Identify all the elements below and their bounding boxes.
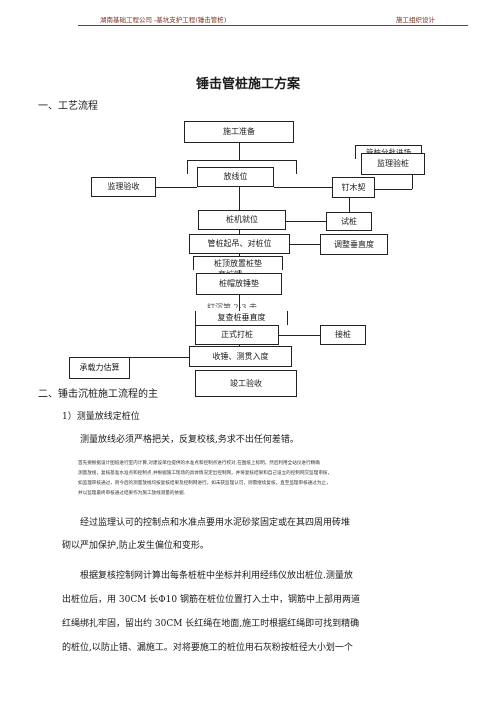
header-right: 施工组织设计 — [396, 16, 435, 24]
small-line: 测量放线，复核基准水准点和控制点,并根据施工现场的具体情况定出控制网，并将复核结… — [78, 471, 333, 476]
flow-supervise-accept: 监理验收 — [91, 177, 156, 197]
small-line: 如监理审核通过，则今后的测量放线均按复核结果及控制网进行。如未获监理认可，则需继… — [78, 481, 331, 486]
section-heading-2: 二、锤击沉桩施工流程的主 — [38, 389, 158, 400]
flow-step-finish-hammer: 收锤、测贯入度 — [189, 346, 292, 367]
flow-step-recheck: 复查桩垂直度 — [195, 311, 288, 325]
flow-step-hidden: 打沉第 2-3 击 — [207, 303, 257, 308]
small-line: 并以监理最终审核通过结果作为施工放线测量的依据. — [78, 491, 186, 496]
flow-step-formal: 正式打桩 — [195, 325, 279, 345]
small-line: 首先要根据设计图纸进行室内计算,对建设单位提供的水准点和控制点进行校对,在图纸上… — [78, 461, 320, 466]
flow-step-lift: 管桩起吊、对桩位 — [189, 234, 290, 254]
page-title: 锤击管桩施工方案 — [195, 77, 300, 92]
header-rule — [78, 25, 468, 26]
connector-survey-right — [274, 187, 332, 188]
connector-adjust — [290, 244, 320, 245]
connector-survey-left — [156, 187, 197, 188]
paragraph-line: 根据复核控制网计算出每条桩桩中坐标并利用经纬仪放出桩位.测量放 — [80, 571, 353, 581]
flow-adjust-vertical: 调整垂直度 — [320, 234, 388, 255]
paragraph-line: 出桩位后，用 30CM 长Φ10 钢筋在桩位位置打入土中，钢筋中上部用两道 — [62, 595, 360, 605]
flow-trial-pile: 试桩 — [326, 212, 372, 231]
flow-step-pad-overlap: 套桩帽 — [218, 269, 242, 275]
flow-supervise-accept-2: 监理验桩 — [361, 153, 425, 175]
connector-inspect — [412, 175, 413, 189]
connector-joint — [279, 335, 320, 336]
subsection-1: 1）测量放线定桩位 — [62, 412, 140, 422]
connector-trial — [286, 221, 326, 222]
flow-step-survey: 放线位 — [197, 167, 274, 187]
flow-step-complete: 竣工验收 — [195, 370, 297, 397]
flow-step-pad-top: 桩顶放置桩垫 — [193, 256, 283, 270]
connector-capacity — [130, 357, 195, 358]
paragraph-line: 红绳绑扎牢固，留出约 30CM 长红绳在地面,施工时根据红绳即可找到精确 — [62, 619, 360, 629]
flow-step-pile-position: 桩机就位 — [198, 210, 286, 230]
header-left: 湖南基础工程公司 -基坑支护工程(锤击管桩) — [100, 16, 227, 24]
paragraph-1: 测量放线必须严格把关，反复校核,务求不出任何差错。 — [80, 435, 299, 445]
paragraph-line: 的桩位,以防止错、漏施工。对将要施工的桩位用石灰粉按桩径大小划一个 — [62, 643, 353, 653]
flow-mark-pile: 钉木契 — [332, 177, 375, 198]
flow-joint-pile: 接桩 — [320, 325, 366, 345]
paragraph-line: 经过监理认可的控制点和水准点要用水泥砂浆固定或在其四周用砖堆 — [80, 518, 351, 528]
connector-inspect-h — [375, 189, 412, 190]
section-heading-1: 一、工艺流程 — [38, 101, 98, 112]
flow-capacity-estimate: 承载力估算 — [69, 357, 130, 379]
flow-step-prep: 施工准备 — [184, 121, 294, 143]
flow-step-cap: 桩帽放锤垫 — [196, 273, 282, 295]
connector-mark-trial — [349, 198, 350, 212]
paragraph-line: 砌以严加保护,防止发生偏位和变形。 — [62, 541, 209, 551]
